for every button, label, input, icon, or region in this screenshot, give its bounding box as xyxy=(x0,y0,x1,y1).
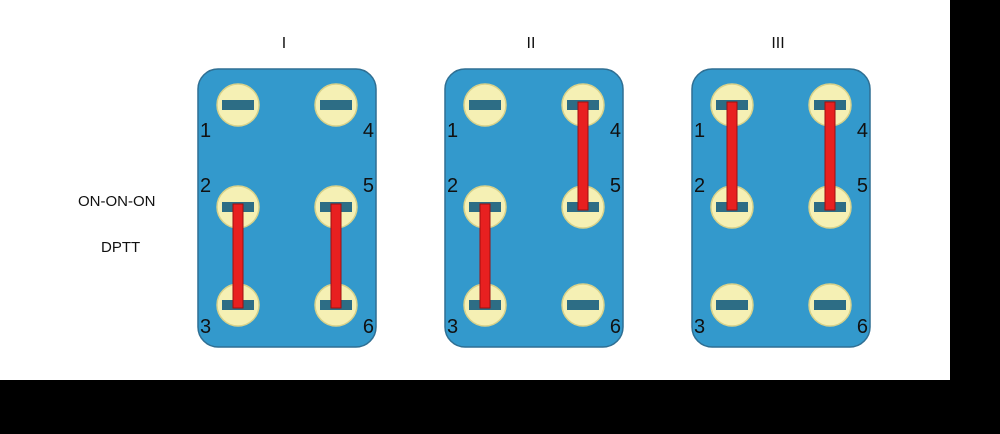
switch-title-iii: III xyxy=(771,35,784,52)
terminal-slot xyxy=(716,300,748,310)
terminal-label-4: 4 xyxy=(857,120,868,142)
terminal-label-5: 5 xyxy=(857,175,868,197)
terminal-slot xyxy=(320,100,352,110)
terminal-label-1: 1 xyxy=(200,120,211,142)
terminal-label-1: 1 xyxy=(694,120,705,142)
terminal-slot xyxy=(814,300,846,310)
switch-title-i: I xyxy=(282,35,286,52)
jumper-4-5 xyxy=(577,101,589,211)
terminal-label-5: 5 xyxy=(610,175,621,197)
jumper-1-2 xyxy=(726,101,738,211)
terminal-label-6: 6 xyxy=(857,316,868,338)
jumper-4-5 xyxy=(824,101,836,211)
terminal-slot xyxy=(469,100,501,110)
black-frame-right xyxy=(950,0,1000,434)
terminal-label-1: 1 xyxy=(447,120,458,142)
terminal-label-3: 3 xyxy=(447,316,458,338)
terminal-label-2: 2 xyxy=(694,175,705,197)
terminal-label-2: 2 xyxy=(447,175,458,197)
terminal-label-6: 6 xyxy=(363,316,374,338)
terminal-label-3: 3 xyxy=(694,316,705,338)
jumper-5-6 xyxy=(330,203,342,309)
terminal-label-2: 2 xyxy=(200,175,211,197)
terminal-label-5: 5 xyxy=(363,175,374,197)
terminal-slot xyxy=(567,300,599,310)
jumper-2-3 xyxy=(232,203,244,309)
switch-type-label: ON-ON-ON xyxy=(78,193,156,210)
terminal-label-4: 4 xyxy=(610,120,621,142)
switch-title-ii: II xyxy=(527,35,536,52)
jumper-2-3 xyxy=(479,203,491,309)
terminal-label-4: 4 xyxy=(363,120,374,142)
terminal-slot xyxy=(222,100,254,110)
config-label: DPTT xyxy=(101,239,141,256)
terminal-label-3: 3 xyxy=(200,316,211,338)
terminal-label-6: 6 xyxy=(610,316,621,338)
black-frame-bottom xyxy=(0,380,1000,434)
